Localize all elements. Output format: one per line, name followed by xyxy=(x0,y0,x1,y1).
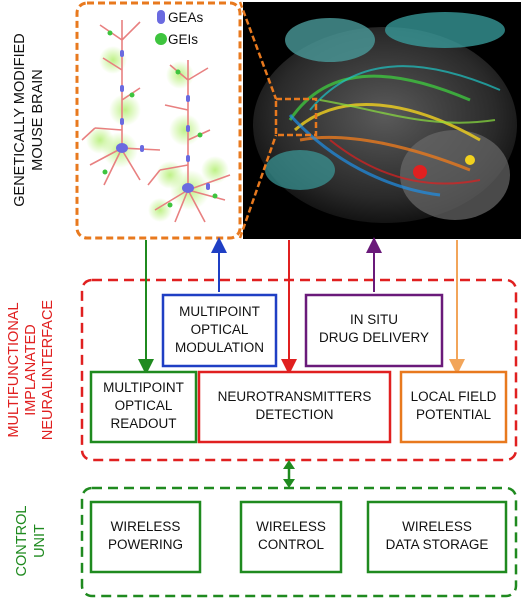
control-side-label: CONTROL UNIT xyxy=(14,506,48,577)
zoom-region-box xyxy=(274,97,318,137)
brain-label-line2: MOUSE BRAIN xyxy=(30,69,46,171)
neurotransmitters-box: NEUROTRANSMITTERS DETECTION xyxy=(197,370,392,444)
drug-delivery-line2: DRUG DELIVERY xyxy=(319,330,429,345)
field-potential-line1: LOCAL FIELD xyxy=(411,389,497,404)
powering-line2: POWERING xyxy=(108,537,183,552)
interface-side-label: MULTIFUNCTIONAL IMPLANATED NEURALINTERFA… xyxy=(6,300,56,441)
control-unit-region xyxy=(80,486,518,598)
wireless-data-storage-box: WIRELESS DATA STORAGE xyxy=(366,500,508,574)
wireless-powering-box: WIRELESS POWERING xyxy=(89,500,202,574)
neuron-illustration xyxy=(81,20,231,223)
brain-label-line1: GENETICALLY MODIFIED xyxy=(12,33,28,207)
gea-legend-label: GEAs xyxy=(168,10,204,25)
interface-label-line2: IMPLANATED xyxy=(23,324,39,416)
gei-legend-swatch xyxy=(155,33,167,45)
control-label-line1: CONTROL xyxy=(14,506,30,577)
arrow-interface-control-down xyxy=(283,479,295,488)
interface-label-line3: NEURALINTERFACE xyxy=(40,300,56,441)
zoom-line-top xyxy=(238,1,278,100)
control-line1: WIRELESS xyxy=(256,519,326,534)
data-storage-line1: WIRELESS xyxy=(402,519,472,534)
control-label-line2: UNIT xyxy=(32,524,48,558)
neurotransmitters-line1: NEUROTRANSMITTERS xyxy=(218,389,372,404)
optical-modulation-line2: OPTICAL xyxy=(191,322,249,337)
optical-modulation-box: MULTIPOINT OPTICAL MODULATION xyxy=(161,293,278,368)
data-storage-line2: DATA STORAGE xyxy=(386,537,489,552)
brain-image xyxy=(243,2,521,239)
zoom-line-bottom xyxy=(238,134,278,239)
field-potential-box: LOCAL FIELD POTENTIAL xyxy=(399,370,508,444)
optical-readout-line2: OPTICAL xyxy=(115,398,173,413)
drug-delivery-line1: IN SITU xyxy=(350,312,398,327)
optical-modulation-line3: MODULATION xyxy=(175,340,264,355)
control-line2: CONTROL xyxy=(258,537,324,552)
interface-label-line1: MULTIFUNCTIONAL xyxy=(6,302,22,437)
gea-legend-swatch xyxy=(157,10,165,24)
field-potential-line2: POTENTIAL xyxy=(416,407,492,422)
neurotransmitters-line2: DETECTION xyxy=(255,407,333,422)
drug-delivery-box: IN SITU DRUG DELIVERY xyxy=(304,293,444,368)
optical-readout-line3: READOUT xyxy=(110,416,176,431)
gei-legend-label: GEIs xyxy=(168,32,198,47)
optical-modulation-line1: MULTIPOINT xyxy=(179,304,260,319)
powering-line1: WIRELESS xyxy=(111,519,181,534)
wireless-control-box: WIRELESS CONTROL xyxy=(239,500,343,574)
brain-side-label: GENETICALLY MODIFIED MOUSE BRAIN xyxy=(12,33,46,207)
arrow-interface-control-up xyxy=(283,460,295,469)
optical-readout-line1: MULTIPOINT xyxy=(103,380,184,395)
legend: GEAs GEIs xyxy=(155,10,204,47)
optical-readout-box: MULTIPOINT OPTICAL READOUT xyxy=(89,370,198,444)
